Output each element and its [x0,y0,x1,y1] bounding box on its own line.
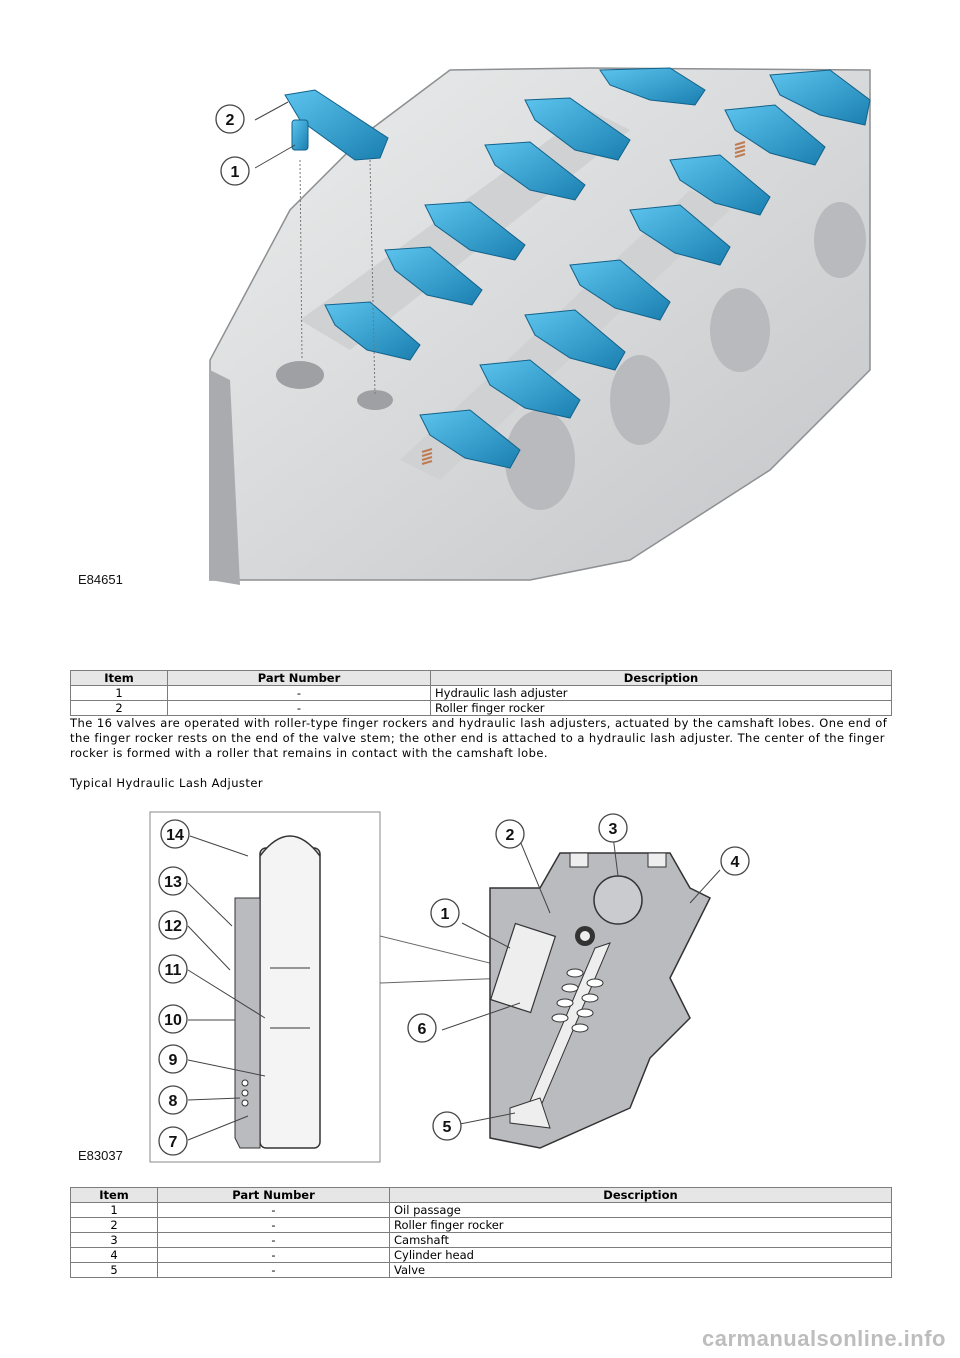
cell-item: 1 [70,685,168,701]
svg-text:6: 6 [418,1021,427,1038]
column-header-part-number: Part Number [167,670,431,686]
column-header-part-number: Part Number [157,1187,390,1203]
parts-table-1: Item Part Number Description 1 - Hydraul… [70,670,892,716]
svg-text:2: 2 [506,827,515,844]
cell-description: Cylinder head [389,1247,892,1263]
callout-r4: 4 [720,846,750,876]
cell-part-number: - [157,1202,390,1218]
svg-text:14: 14 [166,827,184,844]
callout-r3: 3 [598,813,628,843]
table-row: 5 - Valve [70,1262,892,1278]
cell-description: Roller finger rocker [389,1217,892,1233]
svg-text:5: 5 [443,1119,452,1136]
figure-1-id-label: E84651 [78,572,123,587]
callout-r2: 2 [495,819,525,849]
cell-item: 2 [70,1217,158,1233]
callout-13: 13 [158,866,188,896]
svg-text:8: 8 [169,1093,178,1110]
cell-part-number: - [157,1217,390,1233]
table-row: 2 - Roller finger rocker [70,700,892,716]
figure-hydraulic-lash-adjuster: 14 13 12 11 10 9 8 7 2 3 4 1 6 5 E83037 [70,808,790,1168]
table-row: 3 - Camshaft [70,1232,892,1248]
callout-9: 9 [158,1044,188,1074]
cell-item: 5 [70,1262,158,1278]
figure-2-id-label: E83037 [78,1148,123,1163]
callout-1: 1 [220,156,250,186]
svg-text:1: 1 [441,906,450,923]
column-header-description: Description [389,1187,892,1203]
cell-description: Camshaft [389,1232,892,1248]
cell-part-number: - [157,1262,390,1278]
table-row: 1 - Oil passage [70,1202,892,1218]
table-row: 4 - Cylinder head [70,1247,892,1263]
cell-item: 4 [70,1247,158,1263]
callout-10: 10 [158,1004,188,1034]
parts-table-2: Item Part Number Description 1 - Oil pas… [70,1187,892,1278]
cell-description: Hydraulic lash adjuster [430,685,892,701]
lash-adjuster-body [259,847,321,1149]
cell-item: 2 [70,700,168,716]
description-paragraph: The 16 valves are operated with roller-t… [70,716,888,760]
callout-12: 12 [158,910,188,940]
svg-text:11: 11 [165,962,182,979]
svg-text:2: 2 [226,112,235,129]
callout-r1: 1 [430,898,460,928]
cell-item: 3 [70,1232,158,1248]
svg-text:13: 13 [164,874,182,891]
svg-text:7: 7 [169,1134,178,1151]
cell-part-number: - [157,1232,390,1248]
svg-text:3: 3 [609,821,618,838]
figure-cylinder-head-rockers: 2 1 E84651 [70,40,880,600]
lash-adjuster-illustration: 14 13 12 11 10 9 8 7 2 3 4 1 6 5 [149,811,750,1163]
cell-part-number: - [167,700,431,716]
camshaft-section [593,875,643,925]
table-row: 1 - Hydraulic lash adjuster [70,685,892,701]
svg-text:12: 12 [164,918,182,935]
callout-2: 2 [215,104,245,134]
cell-description: Oil passage [389,1202,892,1218]
table-header-row: Item Part Number Description [70,1187,892,1203]
callout-8: 8 [158,1085,188,1115]
callout-11: 11 [158,954,188,984]
table-header-row: Item Part Number Description [70,670,892,686]
callout-r5: 5 [432,1111,462,1141]
svg-text:10: 10 [164,1012,182,1029]
cell-description: Roller finger rocker [430,700,892,716]
svg-text:9: 9 [169,1052,178,1069]
cell-part-number: - [157,1247,390,1263]
column-header-item: Item [70,670,168,686]
callout-r6: 6 [407,1013,437,1043]
svg-text:1: 1 [231,164,240,181]
cell-part-number: - [167,685,431,701]
table-row: 2 - Roller finger rocker [70,1217,892,1233]
column-header-item: Item [70,1187,158,1203]
callout-14: 14 [160,819,190,849]
cell-description: Valve [389,1262,892,1278]
cell-item: 1 [70,1202,158,1218]
column-header-description: Description [430,670,892,686]
svg-text:4: 4 [731,854,740,871]
callout-7: 7 [158,1126,188,1156]
watermark: carmanualsonline.info [702,1326,946,1351]
cylinder-head-illustration: 2 1 [209,67,871,585]
section-heading: Typical Hydraulic Lash Adjuster [70,776,264,790]
